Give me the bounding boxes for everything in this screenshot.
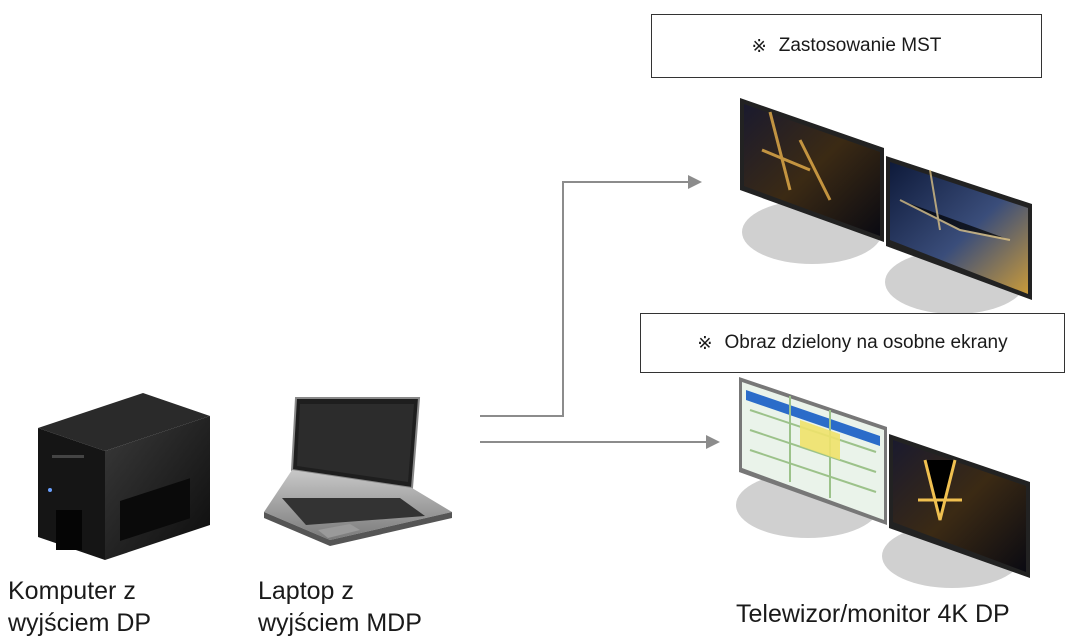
laptop-caption-line1: Laptop z	[258, 577, 354, 605]
note-mst-box: ※ Zastosowanie MST	[651, 14, 1042, 78]
tv-caption: Telewizor/monitor 4K DP	[736, 600, 1010, 628]
monitor-icon	[882, 434, 1030, 588]
note-split-text: Obraz dzielony na osobne ekrany	[724, 332, 1008, 353]
laptop-caption: Laptop z wyjściem MDP	[258, 575, 422, 639]
computer-caption-line1: Komputer z	[8, 577, 136, 605]
computer-caption-line2: wyjściem DP	[8, 609, 152, 637]
arrowhead-split	[706, 435, 720, 449]
laptop-caption-line2: wyjściem MDP	[258, 609, 422, 637]
note-mst-text: Zastosowanie MST	[778, 35, 942, 56]
arrow-to-mst	[480, 181, 688, 417]
monitor-icon	[736, 377, 887, 538]
arrowhead-mst	[688, 175, 702, 189]
note-split-box: ※ Obraz dzielony na osobne ekrany	[640, 313, 1065, 373]
reference-mark: ※	[697, 332, 713, 353]
desktop-computer-icon	[38, 393, 210, 560]
laptop-icon	[264, 397, 452, 546]
reference-mark: ※	[751, 35, 767, 56]
monitor-icon	[740, 98, 884, 264]
monitor-icon	[885, 156, 1032, 314]
connection-arrows	[480, 175, 720, 449]
computer-caption: Komputer z wyjściem DP	[8, 575, 151, 639]
